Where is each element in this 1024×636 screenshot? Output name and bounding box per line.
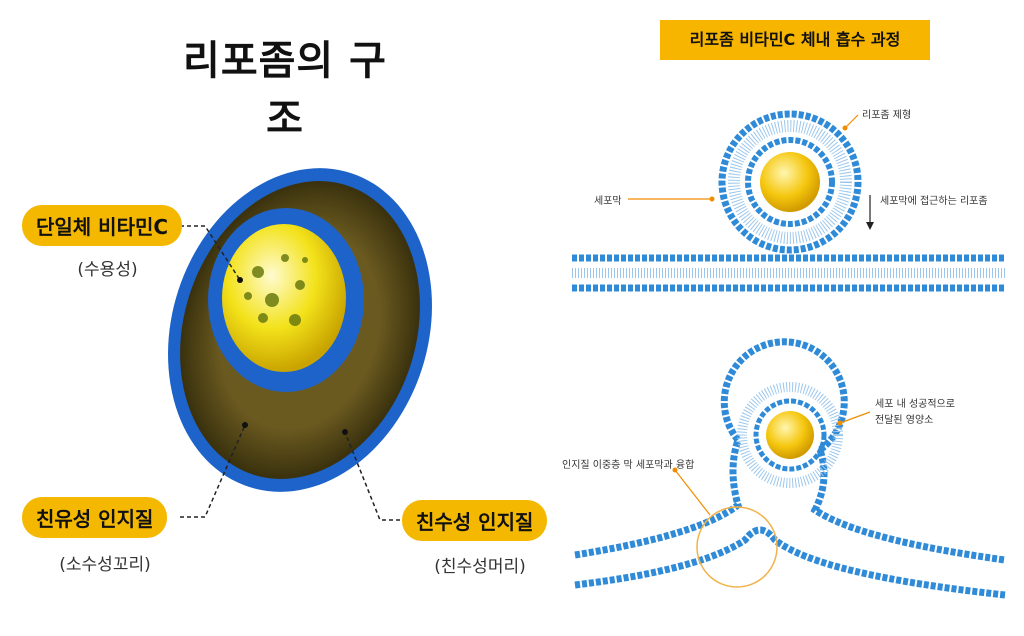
fusion-highlight bbox=[696, 506, 778, 588]
top-membrane bbox=[572, 254, 1005, 292]
lipophilic-label: 친유성 인지질 bbox=[22, 497, 168, 538]
lipophilic-leader bbox=[180, 424, 246, 518]
vitamin-leader bbox=[180, 225, 241, 281]
lipophilic-note: (소수성꼬리) bbox=[59, 555, 151, 575]
fusion-label: 인지질 이중층 막 세포막과 융합 bbox=[562, 460, 695, 471]
vitamin-particles bbox=[244, 254, 308, 326]
hydrophilic-label: 친수성 인지질 bbox=[402, 500, 548, 541]
approach-label: 세포막에 접근하는 리포좀 bbox=[880, 196, 988, 207]
vitamin-core bbox=[222, 224, 346, 372]
hydrophilic-note: (친수성머리) bbox=[434, 557, 526, 577]
absorption-title: 리포좀 비타민C 체내 흡수 과정 bbox=[660, 20, 930, 60]
top-liposome bbox=[628, 110, 874, 254]
vitamin-label: 단일체 비타민C bbox=[22, 205, 183, 246]
liposome-form-label: 리포좀 제형 bbox=[862, 110, 912, 121]
liposome-structure bbox=[168, 168, 432, 521]
bottom-fusion bbox=[574, 338, 1006, 599]
delivered-label: 세포 내 성공적으로 전달된 영양소 bbox=[875, 399, 955, 426]
vitamin-note: (수용성) bbox=[77, 260, 138, 280]
structure-title: 리포좀의 구조 bbox=[183, 38, 387, 142]
membrane-label: 세포막 bbox=[594, 196, 622, 207]
